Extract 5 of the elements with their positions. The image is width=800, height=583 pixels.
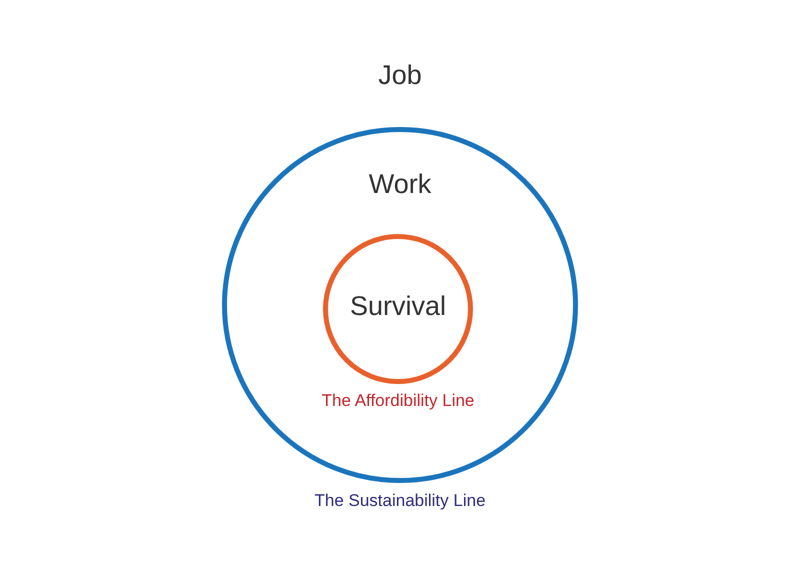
outer-label: Job bbox=[378, 60, 422, 91]
circle-label: Survival bbox=[350, 291, 446, 322]
line-caption: The Affordibility Line bbox=[322, 391, 474, 411]
circle-label: Work bbox=[368, 169, 432, 200]
line-caption: The Sustainability Line bbox=[314, 491, 486, 511]
